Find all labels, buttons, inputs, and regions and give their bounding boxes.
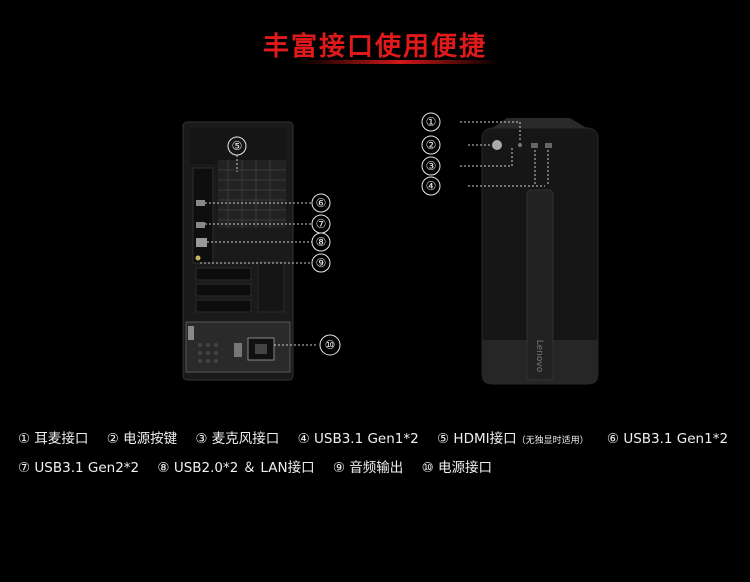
product-illustration: ⑤ ⑥ ⑦ ⑧ ⑨ ⑩ ① ② ③ ④ Lenovo bbox=[182, 112, 599, 385]
callout-5: ⑤ bbox=[232, 139, 243, 153]
legend-hdmi-note: （无独显时适用） bbox=[516, 436, 589, 446]
tower-rear-view bbox=[182, 121, 294, 381]
page-title: 丰富接口使用便捷 bbox=[262, 32, 487, 62]
legend-hdmi-label: ⑤ HDMI接口 bbox=[437, 431, 517, 447]
legend-headset-jack: ① 耳麦接口 bbox=[18, 431, 89, 447]
left-leader-lines bbox=[200, 155, 318, 346]
right-leader-lines bbox=[460, 121, 549, 187]
legend-audio-out: ⑨ 音频输出 bbox=[332, 460, 404, 476]
callout-6: ⑥ bbox=[316, 196, 327, 210]
title-underline bbox=[300, 60, 500, 64]
callout-1: ① bbox=[426, 115, 437, 129]
callout-8: ⑧ bbox=[316, 235, 327, 249]
legend-rear-usb-gen2: ⑦ USB3.1 Gen2*2 bbox=[18, 460, 140, 476]
callout-2: ② bbox=[426, 138, 437, 152]
legend-rear-usb-gen1: ⑥ USB3.1 Gen1*2 bbox=[606, 431, 729, 447]
brand-logo: Lenovo bbox=[534, 340, 544, 373]
legend-row-2: ⑦ USB3.1 Gen2*2 ⑧ USB2.0*2 ＆ LAN接口 ⑨ 音频输… bbox=[18, 456, 506, 476]
legend-power-button: ② 电源按键 bbox=[106, 431, 178, 447]
callout-3: ③ bbox=[426, 159, 437, 173]
legend-row-1: ① 耳麦接口 ② 电源按键 ③ 麦克风接口 ④ USB3.1 Gen1*2 ⑤ … bbox=[18, 427, 742, 447]
legend-usb2-lan: ⑧ USB2.0*2 ＆ LAN接口 bbox=[157, 460, 315, 476]
callout-10: ⑩ bbox=[325, 338, 336, 352]
tower-front-view bbox=[481, 118, 599, 385]
callout-4: ④ bbox=[426, 179, 437, 193]
legend-power-socket: ⑩ 电源接口 bbox=[421, 460, 492, 476]
callout-7: ⑦ bbox=[316, 217, 327, 231]
legend-hdmi: ⑤ HDMI接口（无独显时适用） bbox=[437, 431, 589, 447]
callout-9: ⑨ bbox=[316, 256, 327, 270]
callout-circles bbox=[227, 112, 441, 356]
legend-front-usb: ④ USB3.1 Gen1*2 bbox=[297, 431, 419, 447]
legend-mic-jack: ③ 麦克风接口 bbox=[195, 431, 280, 447]
